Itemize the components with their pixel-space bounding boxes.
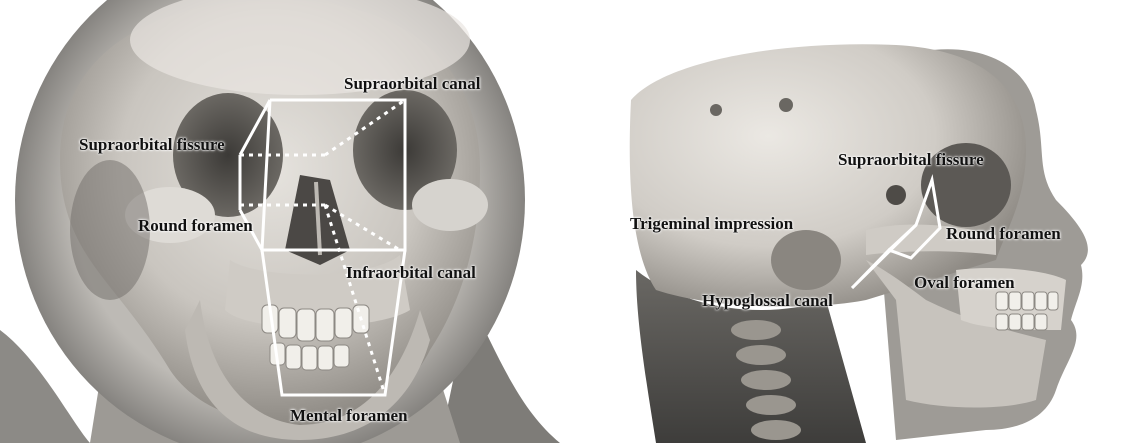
label-supraorbital-fissure: Supraorbital fissure xyxy=(79,135,225,155)
label-supraorbital-canal: Supraorbital canal xyxy=(344,74,481,94)
label-hypoglossal-canal: Hypoglossal canal xyxy=(702,291,833,311)
lateral-skull-panel: Supraorbital fissure Trigeminal impressi… xyxy=(566,0,1126,443)
label-round-foramen: Round foramen xyxy=(138,216,253,236)
label-lateral-round-foramen: Round foramen xyxy=(946,224,1061,244)
frontal-skull-image xyxy=(0,0,560,443)
label-mental-foramen: Mental foramen xyxy=(290,406,408,426)
label-infraorbital-canal: Infraorbital canal xyxy=(346,263,476,283)
label-oval-foramen: Oval foramen xyxy=(914,273,1015,293)
label-lateral-supraorbital-fissure: Supraorbital fissure xyxy=(838,150,984,170)
frontal-skull-panel: Supraorbital canal Supraorbital fissure … xyxy=(0,0,560,443)
label-trigeminal-impression: Trigeminal impression xyxy=(630,214,793,234)
